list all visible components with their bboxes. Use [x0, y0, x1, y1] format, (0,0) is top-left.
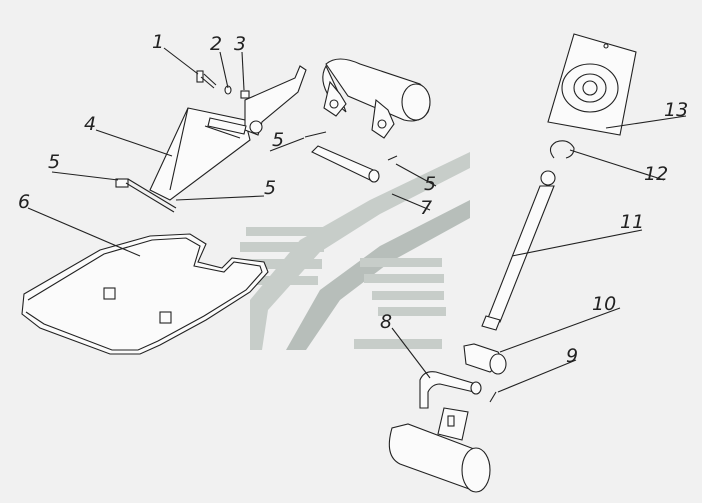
watermark-logo	[236, 152, 470, 350]
label-part-5b: 5	[264, 177, 276, 199]
part-13-pad	[547, 33, 637, 136]
part-12-clip	[549, 140, 575, 159]
label-part-5a: 5	[48, 151, 60, 173]
label-part-7: 7	[420, 197, 432, 219]
label-part-12: 12	[644, 163, 668, 185]
label-part-2: 2	[210, 33, 222, 55]
part-7-bracket-pin	[304, 58, 431, 183]
part-10-bushing	[463, 343, 507, 375]
label-part-9: 9	[566, 345, 578, 367]
label-part-8: 8	[380, 311, 392, 333]
part-4-pedal-lever	[115, 65, 307, 213]
part-3-nut	[240, 90, 250, 99]
label-part-1: 1	[152, 31, 164, 53]
label-part-11: 11	[620, 211, 644, 233]
label-part-4: 4	[84, 113, 96, 135]
leader-lines	[27, 47, 687, 393]
part-8-roller-pedal	[388, 371, 491, 493]
label-part-5c: 5	[272, 129, 284, 151]
part-11-rod	[481, 170, 556, 331]
label-part-10: 10	[592, 293, 616, 315]
label-part-6: 6	[18, 191, 30, 213]
part-6-floor-mat	[21, 233, 269, 355]
label-part-13: 13	[664, 99, 688, 121]
part-9-pin	[489, 391, 497, 403]
label-part-5d: 5	[424, 173, 436, 195]
label-part-3: 3	[234, 33, 246, 55]
part-1-bolt	[196, 70, 217, 89]
part-labels: 1 2 3 4 5 5 5 5 6 7 8 9 10 11 12 13	[18, 31, 688, 367]
